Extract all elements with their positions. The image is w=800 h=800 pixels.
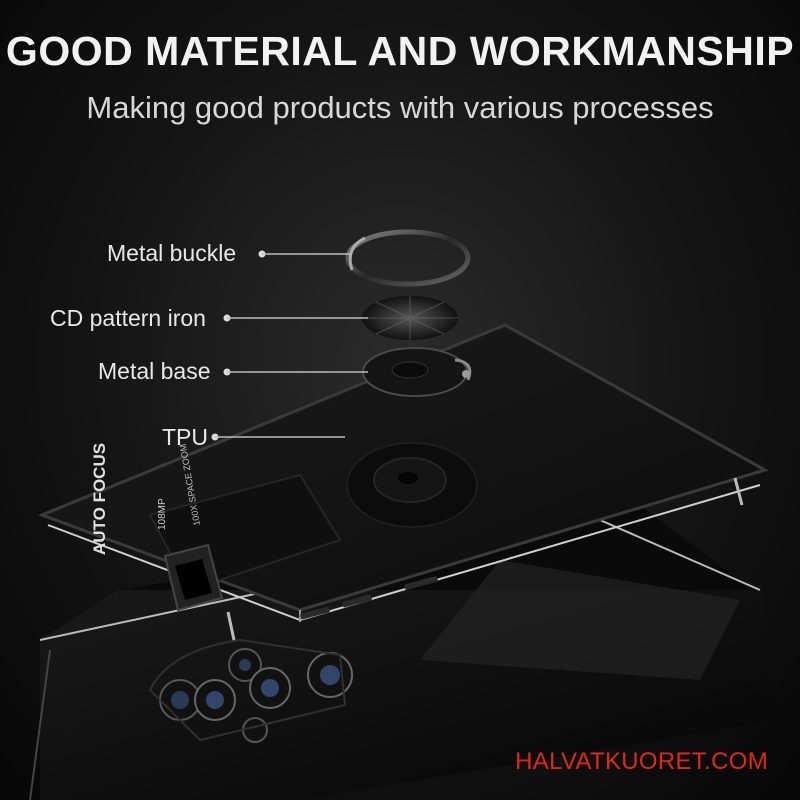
case-print-brand: AUTO FOCUS bbox=[90, 443, 109, 555]
headline: GOOD MATERIAL AND WORKMANSHIP bbox=[5, 28, 795, 74]
watermark: HALVATKUORET.COM bbox=[515, 748, 768, 775]
phone-body bbox=[29, 505, 780, 800]
subheadline: Making good products with various proces… bbox=[86, 90, 714, 125]
camera-module bbox=[148, 638, 353, 743]
callout-cd-pattern-iron: CD pattern iron bbox=[50, 305, 206, 331]
case-print-spec-1: 108MP bbox=[157, 498, 168, 530]
metal-base bbox=[362, 347, 472, 397]
ring-stand-base bbox=[346, 442, 478, 528]
callout-metal-buckle: Metal buckle bbox=[107, 240, 237, 266]
cd-pattern-iron bbox=[362, 296, 458, 340]
callout-lines bbox=[211, 250, 368, 441]
callout-tpu: TPU bbox=[162, 424, 208, 450]
metal-buckle bbox=[345, 229, 471, 287]
callout-metal-base: Metal base bbox=[98, 358, 211, 384]
